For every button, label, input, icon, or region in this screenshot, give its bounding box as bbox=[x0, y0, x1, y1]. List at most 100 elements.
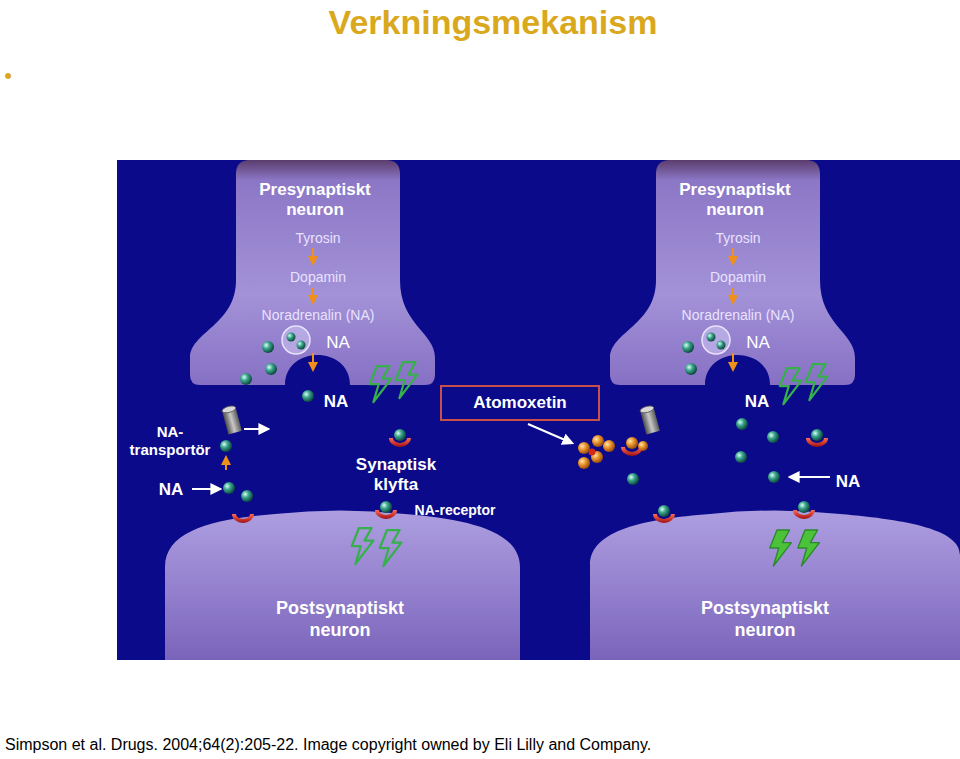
molecule-name: NA bbox=[326, 333, 350, 353]
slide-title: Verkningsmekanism bbox=[329, 2, 658, 43]
postsynaptic-neuron: Postsynaptiskt neuron bbox=[590, 495, 960, 660]
na-molecule bbox=[287, 333, 296, 342]
blocked-transporter-site bbox=[621, 447, 643, 456]
transporter-top bbox=[221, 405, 236, 414]
na-molecule bbox=[717, 341, 726, 350]
atomoxetine-molecule bbox=[591, 451, 603, 463]
na-molecule bbox=[682, 341, 694, 353]
pointer-arrow bbox=[192, 488, 220, 490]
na-molecule bbox=[811, 429, 823, 441]
receptor-cup bbox=[806, 438, 828, 447]
release-arrow bbox=[312, 353, 314, 370]
receptor-cup bbox=[621, 447, 643, 456]
na-transporter bbox=[221, 405, 242, 435]
na-molecule bbox=[240, 373, 252, 385]
molecule-name: Tyrosin bbox=[295, 230, 340, 247]
molecule-label: NA bbox=[836, 472, 861, 492]
atomoxetine-molecule bbox=[603, 440, 615, 452]
na-receptor bbox=[389, 438, 411, 447]
pointer-arrow bbox=[528, 424, 572, 443]
molecule-name: Noradrenalin (NA) bbox=[682, 307, 795, 324]
molecule-name: Dopamin bbox=[710, 269, 766, 286]
receptor-cup bbox=[375, 510, 397, 519]
molecule-name: Dopamin bbox=[290, 269, 346, 286]
vesicle bbox=[702, 326, 730, 354]
transporter-body bbox=[222, 408, 242, 435]
atomoxetine-core bbox=[589, 449, 596, 456]
drug-name: Atomoxetin bbox=[473, 393, 567, 413]
na-molecule bbox=[768, 471, 780, 483]
na-molecule bbox=[685, 363, 697, 375]
vesicle bbox=[282, 326, 310, 354]
signal-bolt bbox=[780, 368, 802, 404]
signal-bolt bbox=[806, 364, 828, 400]
na-molecule bbox=[220, 440, 232, 452]
na-molecule bbox=[380, 501, 392, 513]
synapse-panel bbox=[117, 160, 960, 660]
presynaptic-neuron: Presynaptiskt neuronTyrosinDopaminNoradr… bbox=[185, 160, 440, 390]
presynaptic-neuron-shape bbox=[610, 160, 855, 385]
region-name: Synaptisk klyfta bbox=[346, 455, 446, 496]
signal-bolt bbox=[396, 362, 418, 398]
atomoxetine-molecule bbox=[626, 437, 638, 449]
na-receptor bbox=[793, 510, 815, 519]
na-molecule bbox=[265, 363, 277, 375]
atomoxetine-molecule bbox=[638, 441, 648, 451]
receptor-cup bbox=[793, 510, 815, 519]
transporter-top bbox=[639, 405, 654, 414]
postsynaptic-neuron-shape bbox=[590, 511, 960, 661]
signal-bolt bbox=[380, 530, 402, 566]
part-name: NA-transportör bbox=[123, 423, 218, 459]
na-molecule bbox=[627, 473, 639, 485]
reuptake-arrow bbox=[225, 457, 227, 470]
na-molecule bbox=[707, 333, 716, 342]
receptor-cup bbox=[232, 514, 254, 523]
na-receptor bbox=[806, 438, 828, 447]
na-transporter bbox=[639, 405, 660, 435]
na-receptor bbox=[653, 514, 675, 523]
na-molecule bbox=[302, 390, 314, 402]
synthesis-arrow bbox=[732, 288, 734, 303]
synthesis-arrow bbox=[312, 248, 314, 264]
presynaptic-neuron: Presynaptiskt neuronTyrosinDopaminNoradr… bbox=[605, 160, 860, 390]
signal-bolt bbox=[798, 530, 820, 566]
na-molecule bbox=[262, 341, 274, 353]
molecule-label: NA bbox=[745, 392, 770, 412]
na-molecule bbox=[241, 490, 253, 502]
part-name: NA-receptor bbox=[415, 502, 496, 519]
molecule-label: NA bbox=[159, 480, 184, 500]
postsynaptic-neuron: Postsynaptiskt neuron bbox=[165, 495, 520, 660]
synthesis-arrow bbox=[312, 288, 314, 303]
na-molecule bbox=[798, 501, 810, 513]
molecule-name: Noradrenalin (NA) bbox=[262, 307, 375, 324]
na-molecule bbox=[767, 431, 779, 443]
postsynaptic-neuron-shape bbox=[165, 511, 520, 661]
presynaptic-neuron-shape bbox=[190, 160, 435, 385]
molecule-name: Tyrosin bbox=[715, 230, 760, 247]
bullet: • bbox=[4, 63, 12, 89]
neuron-title: Presynaptiskt neuron bbox=[665, 180, 805, 221]
drug-box: Atomoxetin bbox=[440, 385, 600, 421]
receptor-cup bbox=[389, 438, 411, 447]
drug-box-shape bbox=[441, 386, 599, 420]
na-receptor bbox=[375, 510, 397, 519]
release-arrow bbox=[732, 353, 734, 370]
na-molecule bbox=[394, 429, 406, 441]
molecule-name: NA bbox=[746, 333, 770, 353]
receptor-cup bbox=[653, 514, 675, 523]
atomoxetine-molecule bbox=[592, 435, 604, 447]
neuron-title: Postsynaptiskt neuron bbox=[255, 598, 425, 641]
neuron-title: Presynaptiskt neuron bbox=[245, 180, 385, 221]
na-molecule bbox=[223, 482, 235, 494]
na-receptor bbox=[232, 514, 254, 523]
neuron-title: Postsynaptiskt neuron bbox=[680, 598, 850, 641]
pointer-arrow bbox=[790, 476, 830, 478]
transporter-body bbox=[640, 408, 660, 435]
na-molecule bbox=[658, 505, 670, 517]
signal-bolt bbox=[370, 366, 392, 402]
atomoxetine-molecule bbox=[578, 442, 590, 454]
molecule-label: NA bbox=[324, 392, 349, 412]
source-caption: Simpson et al. Drugs. 2004;64(2):205-22.… bbox=[5, 735, 651, 754]
